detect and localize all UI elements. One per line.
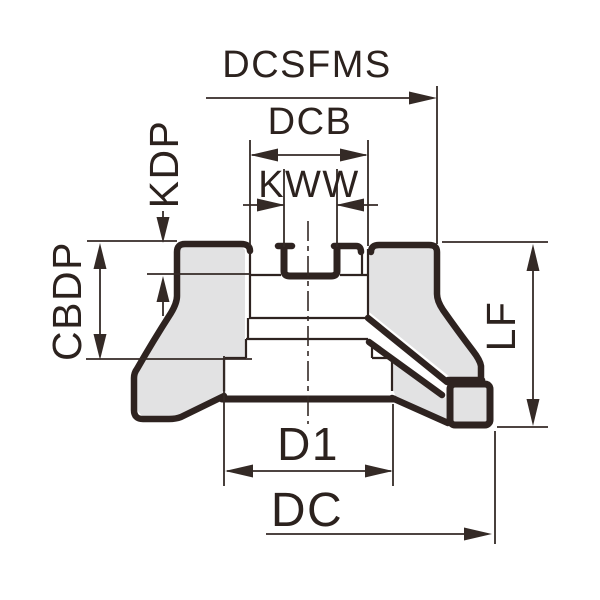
d1-arrow-right — [365, 464, 393, 478]
cutter-body-fills — [137, 246, 478, 421]
dcb-arrow-right — [340, 148, 368, 162]
dc-label: DC — [271, 484, 343, 537]
cbdp-arrow-up — [93, 243, 107, 269]
cbdp-arrow-down — [93, 334, 107, 360]
dcb-label: DCB — [268, 101, 353, 143]
keyway-slot — [280, 243, 341, 280]
boss-cap-right — [330, 242, 365, 256]
dcsfms-arrow-right — [409, 91, 437, 105]
lf-arrow-up — [526, 244, 540, 271]
d1-label: D1 — [277, 418, 339, 470]
dcb-arrow-left — [250, 148, 278, 162]
dimension-kdp: KDP — [141, 120, 250, 316]
kww-arrow-left — [257, 198, 285, 212]
cutting-insert — [446, 380, 494, 429]
kdp-arrow-up — [156, 276, 170, 302]
kdp-label: KDP — [141, 120, 187, 209]
kww-arrow-right — [336, 198, 364, 212]
left-flange-fill — [137, 246, 245, 416]
dcsfms-label: DCSFMS — [222, 44, 391, 86]
kww-label: KWW — [258, 164, 360, 206]
cbdp-label: CBDP — [44, 241, 90, 361]
pocket-gash-lower-edge — [365, 338, 446, 399]
bottom-right-chamfer — [388, 394, 452, 427]
dimension-cbdp: CBDP — [44, 240, 252, 361]
lf-arrow-down — [526, 399, 540, 426]
dc-arrow-right — [464, 527, 492, 541]
right-flange-fill — [369, 247, 478, 377]
dimension-dcsfms: DCSFMS — [206, 44, 438, 244]
dimension-kww: KWW — [243, 164, 378, 247]
lf-label: LF — [478, 301, 524, 352]
left-flange-outline — [130, 240, 254, 423]
dimension-dcb: DCB — [249, 101, 369, 246]
dimension-d1: D1 — [223, 356, 394, 486]
right-flange-outline — [367, 241, 485, 381]
dimension-lf: LF — [442, 241, 548, 428]
d1-arrow-left — [225, 464, 253, 478]
right-wedge-fill — [392, 357, 446, 421]
pocket-gash-upper-edge — [364, 314, 451, 386]
dimension-dc: DC — [266, 431, 496, 544]
kdp-arrow-down — [156, 217, 170, 243]
cutter-outline — [130, 240, 494, 429]
